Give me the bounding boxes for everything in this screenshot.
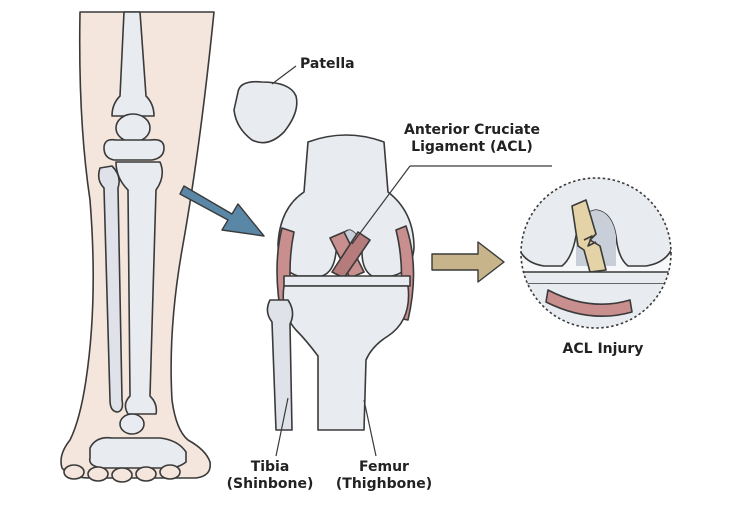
knee-fibula — [266, 299, 294, 431]
leg-tibia — [115, 161, 164, 415]
femur-leader — [363, 399, 377, 457]
patella-leader — [271, 65, 297, 85]
leg-patella — [115, 113, 151, 143]
acl-leader — [351, 165, 411, 245]
label-femur: Femur (Thighbone) — [330, 459, 438, 493]
leg-knee-joint — [103, 138, 165, 161]
label-tibia: Tibia (Shinbone) — [222, 459, 318, 493]
knee-meniscus — [283, 275, 411, 287]
leg-ankle-bone — [119, 413, 145, 435]
leg-femur — [111, 11, 155, 117]
label-acl: Anterior Cruciate Ligament (ACL) — [392, 122, 552, 156]
arrow-right-icon — [431, 241, 505, 283]
label-patella: Patella — [300, 56, 355, 72]
label-acl-line2: Ligament (ACL) — [411, 139, 533, 155]
leg-toes — [63, 464, 181, 483]
leg-illustration — [60, 11, 215, 483]
leg-foot-bones — [88, 436, 187, 470]
leg-fibula — [97, 165, 124, 413]
label-acl-injury: ACL Injury — [562, 341, 644, 357]
label-acl-line1: Anterior Cruciate — [404, 122, 540, 138]
acl-injury-magnifier — [520, 177, 672, 329]
label-femur-sub: (Thighbone) — [335, 476, 433, 492]
torn-acl — [571, 199, 607, 273]
arrow-right-icon — [179, 185, 265, 237]
tibia-leader — [275, 397, 289, 457]
label-tibia-sub: (Shinbone) — [226, 476, 314, 492]
knee-tibia — [282, 285, 410, 431]
label-tibia-name: Tibia — [250, 459, 290, 475]
label-femur-name: Femur — [359, 459, 409, 475]
knee-joint — [266, 134, 415, 431]
patella-bone — [233, 80, 298, 144]
